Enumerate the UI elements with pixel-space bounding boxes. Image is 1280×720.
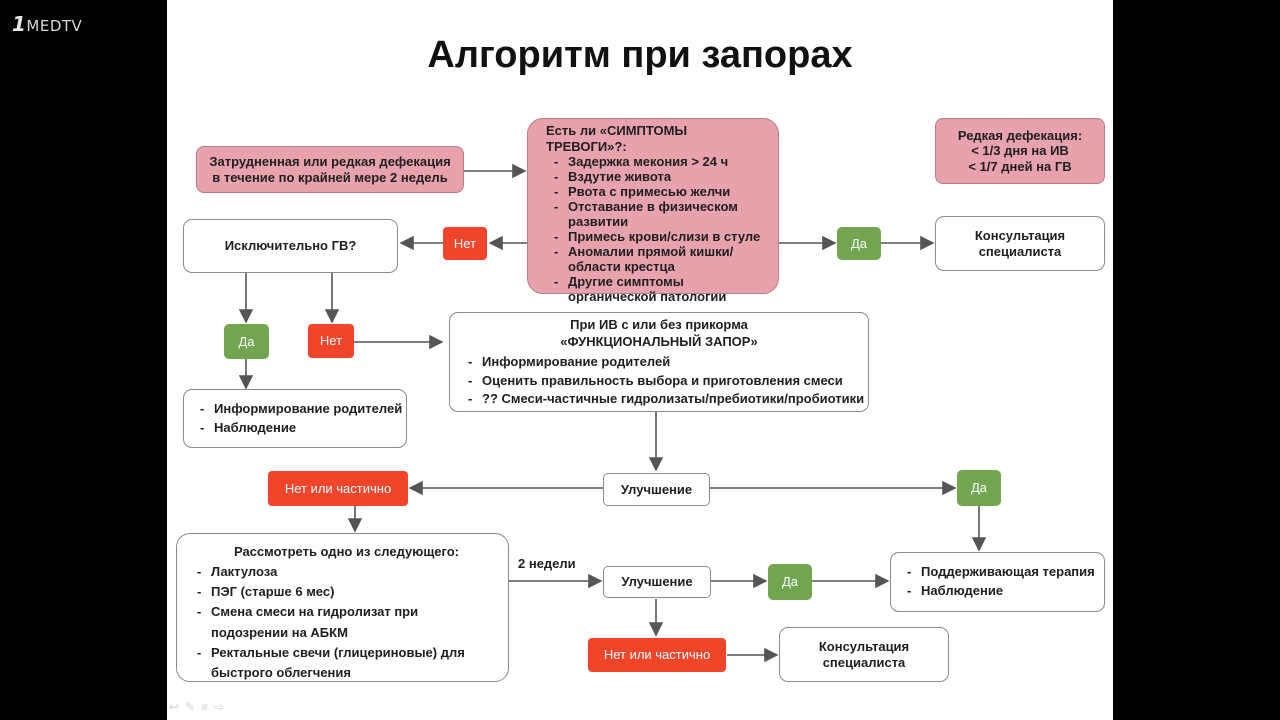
consider-list: Лактулоза ПЭГ (старше 6 мес) Смена смеси… xyxy=(195,562,498,683)
badge-yes-2: Да xyxy=(224,324,269,359)
badge-no-partial-1: Нет или частично xyxy=(268,471,408,506)
consider-title: Рассмотреть одно из следующего: xyxy=(233,544,460,559)
functional-constipation-box: При ИВ с или без прикорма «ФУНКЦИОНАЛЬНЫ… xyxy=(449,312,869,412)
inform-item: Наблюдение xyxy=(198,419,406,438)
difficult-defecation-text: Затрудненная или редкая дефекация в тече… xyxy=(209,153,451,185)
maintenance-item: Наблюдение xyxy=(905,582,1104,601)
menu-icon[interactable]: ≡ xyxy=(201,700,215,714)
alarm-item: Отставание в физическом развитии xyxy=(552,199,770,230)
alarm-item: Другие симптомы органической патологии xyxy=(552,274,770,305)
two-weeks-label: 2 недели xyxy=(518,556,576,571)
consider-item: Лактулоза xyxy=(195,562,498,582)
improvement-box-1: Улучшение xyxy=(603,473,710,506)
functional-list: Информирование родителей Оценить правиль… xyxy=(466,353,868,410)
next-slide-icon[interactable]: ⇨ xyxy=(214,700,231,714)
alarm-item: Рвота с примесью желчи xyxy=(552,184,770,200)
inform-observe-list: Информирование родителей Наблюдение xyxy=(198,400,406,438)
consider-item: Ректальные свечи (глицериновые) для быст… xyxy=(195,643,498,683)
maintenance-item: Поддерживающая терапия xyxy=(905,563,1104,582)
consider-item: ПЭГ (старше 6 мес) xyxy=(195,582,498,602)
breastfeeding-only-text: Исключительно ГВ? xyxy=(224,238,357,254)
functional-item: ?? Смеси-частичные гидролизаты/пребиотик… xyxy=(466,390,868,409)
improvement-text-1: Улучшение xyxy=(620,481,693,497)
badge-yes-4: Да xyxy=(768,564,812,600)
channel-logo: 1MEDTV xyxy=(12,12,82,36)
functional-title-2: «ФУНКЦИОНАЛЬНЫЙ ЗАПОР» xyxy=(560,333,758,349)
alarm-symptoms-list: Задержка мекония > 24 ч Вздутие живота Р… xyxy=(546,154,770,305)
improvement-box-2: Улучшение xyxy=(603,566,711,598)
badge-no-partial-2: Нет или частично xyxy=(588,638,726,672)
specialist-consult-text-1: Консультация специалиста xyxy=(974,227,1066,259)
alarm-item: Вздутие живота xyxy=(552,169,770,185)
alarm-symptoms-title: Есть ли «СИМПТОМЫ ТРЕВОГИ»?: xyxy=(546,123,688,154)
rare-defecation-box: Редкая дефекация: < 1/3 дня на ИВ < 1/7 … xyxy=(935,118,1105,184)
pen-icon[interactable]: ✎ xyxy=(185,700,202,714)
rare-defecation-iv: < 1/3 дня на ИВ xyxy=(971,143,1069,159)
maintenance-therapy-box: Поддерживающая терапия Наблюдение xyxy=(890,552,1105,612)
alarm-item: Аномалии прямой кишки/области крестца xyxy=(552,244,770,275)
badge-yes-1: Да xyxy=(837,227,881,260)
rare-defecation-gv: < 1/7 дней на ГВ xyxy=(968,158,1072,174)
alarm-symptoms-box: Есть ли «СИМПТОМЫ ТРЕВОГИ»?: Задержка ме… xyxy=(527,118,779,304)
alarm-item: Примесь крови/слизи в стуле xyxy=(552,229,770,245)
specialist-consult-box-1: Консультация специалиста xyxy=(935,216,1105,271)
slide: Алгоритм при запорах xyxy=(167,0,1113,720)
functional-title-1: При ИВ с или без прикорма xyxy=(570,317,748,332)
flow-arrows xyxy=(238,163,987,663)
specialist-consult-text-2: Консультация специалиста xyxy=(818,638,910,670)
logo-text: MEDTV xyxy=(26,17,83,35)
alarm-item: Задержка мекония > 24 ч xyxy=(552,154,770,170)
consider-item: Смена смеси на гидролизат при подозрении… xyxy=(195,602,498,642)
inform-item: Информирование родителей xyxy=(198,400,406,419)
slide-toolbar[interactable]: ↩✎≡⇨ xyxy=(169,700,230,714)
prev-slide-icon[interactable]: ↩ xyxy=(169,700,186,714)
functional-item: Оценить правильность выбора и приготовле… xyxy=(466,372,868,391)
maintenance-list: Поддерживающая терапия Наблюдение xyxy=(905,563,1104,601)
specialist-consult-box-2: Консультация специалиста xyxy=(779,627,949,682)
inform-observe-box: Информирование родителей Наблюдение xyxy=(183,389,407,448)
difficult-defecation-box: Затрудненная или редкая дефекация в тече… xyxy=(196,146,464,193)
badge-yes-3: Да xyxy=(957,470,1001,506)
breastfeeding-only-box: Исключительно ГВ? xyxy=(183,219,398,273)
logo-mark: 1 xyxy=(12,12,27,36)
badge-no-2: Нет xyxy=(308,324,354,358)
improvement-text-2: Улучшение xyxy=(621,574,693,590)
badge-no-1: Нет xyxy=(443,227,487,260)
slide-title: Алгоритм при запорах xyxy=(427,34,853,76)
consider-options-box: Рассмотреть одно из следующего: Лактулоз… xyxy=(176,533,509,682)
functional-item: Информирование родителей xyxy=(466,353,868,372)
rare-defecation-title: Редкая дефекация: xyxy=(957,127,1083,143)
